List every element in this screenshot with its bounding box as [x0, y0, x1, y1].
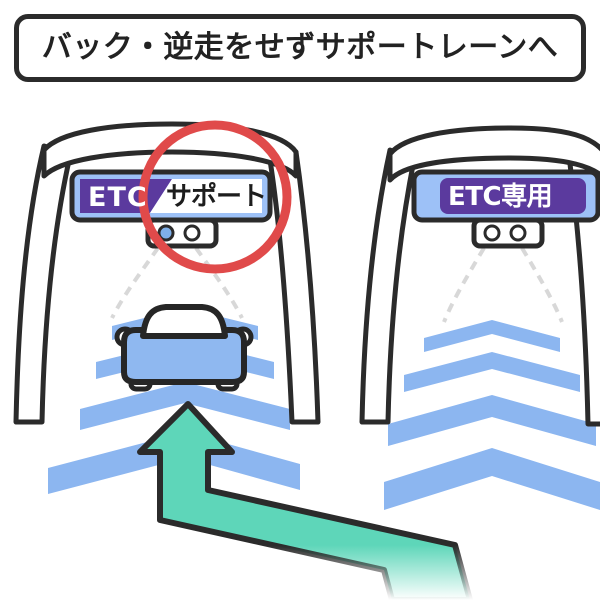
- chevron: [80, 382, 290, 430]
- signal-lamp-blue: [157, 224, 175, 242]
- right-lane-chevrons: [384, 320, 600, 510]
- recommended-route-arrow: [137, 401, 473, 600]
- etc-only-lane-gantry: [359, 125, 600, 427]
- etc-only-lane-label: ETC専用: [448, 182, 553, 212]
- support-lane-gantry: [13, 121, 321, 425]
- chevron: [424, 320, 560, 352]
- car: [114, 304, 254, 392]
- gantry-leg-right: [567, 155, 600, 427]
- support-sign-highlight-circle: [138, 120, 292, 274]
- signal-lamp-white: [483, 224, 501, 242]
- support-sign-support-segment: [150, 179, 262, 213]
- chevron: [388, 395, 596, 446]
- support-lane-etc-label: ETC: [88, 182, 148, 213]
- headline-text: バック・逆走をせずサポートレーンへ: [41, 30, 559, 65]
- chevron: [384, 448, 600, 510]
- signal-lamp-white: [509, 224, 527, 242]
- chevron: [48, 432, 300, 494]
- gantry-crossbeam: [387, 125, 600, 183]
- etc-only-badge: [440, 178, 586, 214]
- headline-banner: バック・逆走をせずサポートレーンへ: [14, 14, 586, 82]
- car-body: [121, 327, 247, 385]
- car-windshield: [140, 304, 228, 339]
- gantry-leg-right: [267, 149, 321, 425]
- support-wires: [442, 246, 564, 323]
- support-sign-etc-segment: [80, 179, 172, 213]
- gantry-leg-left: [13, 143, 73, 425]
- support-lane-support-label: サポート: [166, 182, 267, 212]
- chevron: [404, 352, 580, 392]
- gantry-crossbeam: [41, 121, 299, 179]
- route-arrow-shape: [137, 401, 473, 600]
- signal-lamp-white: [183, 224, 201, 242]
- gantry-leg-left: [359, 147, 417, 425]
